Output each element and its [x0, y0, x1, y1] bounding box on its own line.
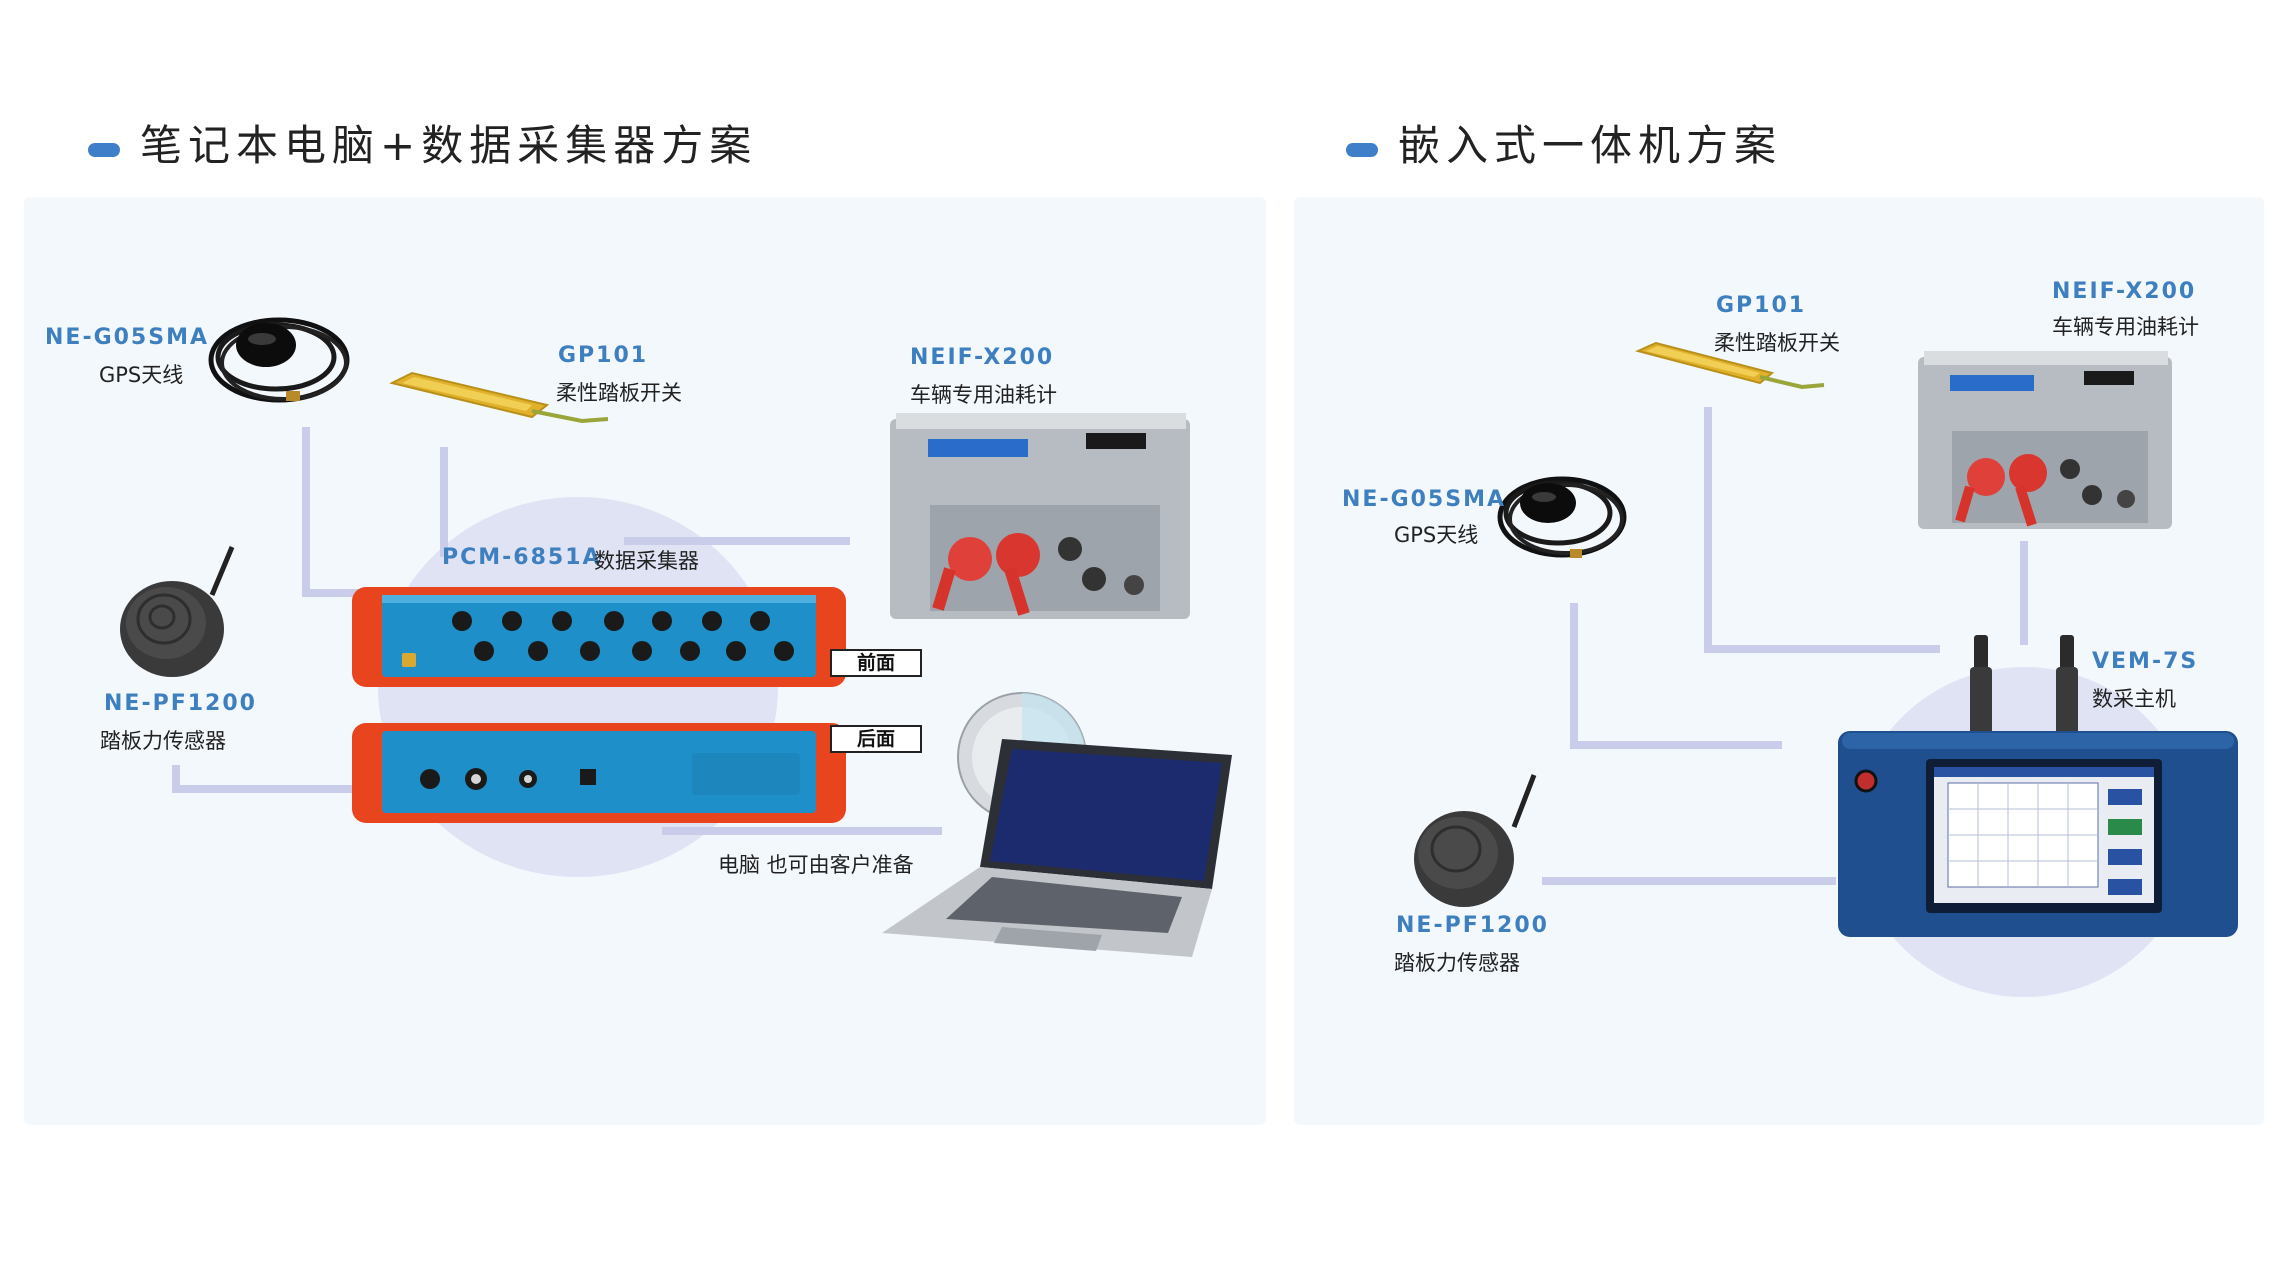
connector-line: [440, 447, 448, 557]
pedal-sensor-icon: [120, 546, 235, 677]
laptop-note: 电脑 也可由客户准备: [718, 853, 914, 877]
gps-antenna-icon: [208, 317, 350, 403]
connector-line: [302, 427, 310, 597]
connector-line: [1542, 877, 1836, 885]
connector-line: [2020, 541, 2028, 645]
front-tag: 前面: [830, 649, 922, 677]
connector-line: [302, 589, 382, 597]
meter-label: 车辆专用油耗计: [910, 383, 1057, 407]
back-tag: 后面: [830, 725, 922, 753]
daq-model-code: PCM-6851A: [442, 545, 602, 570]
left-diagram-panel: NE-G05SMA GPS天线 GP101 柔性踏板开关 NEIF-X200 车…: [24, 197, 1266, 1125]
fuel-meter-icon: [890, 413, 1190, 619]
pedal-switch-icon: [1634, 341, 1825, 390]
gps-label: GPS天线: [1394, 523, 1479, 547]
left-section-header: 笔记本电脑+数据采集器方案: [88, 112, 757, 173]
meter-model-code: NEIF-X200: [2052, 279, 2197, 304]
gps-model-code: NE-G05SMA: [1342, 487, 1507, 512]
connector-line: [1704, 407, 1712, 653]
connector-line: [172, 765, 180, 793]
connector-line: [1570, 741, 1782, 749]
laptop-icon: [882, 739, 1232, 957]
right-diagram-panel: GP101 柔性踏板开关 NEIF-X200 车辆专用油耗计 NE-G05SMA…: [1294, 197, 2264, 1125]
right-section-title: 嵌入式一体机方案: [1398, 121, 1783, 170]
pedal-sensor-icon: [1414, 774, 1537, 907]
connector-line: [662, 827, 942, 835]
host-unit-icon: [1838, 635, 2238, 937]
gps-label: GPS天线: [99, 363, 184, 387]
section-bullet: [1346, 142, 1378, 157]
host-label: 数采主机: [2092, 687, 2176, 711]
pedal-label: 踏板力传感器: [100, 729, 226, 753]
connector-line: [1570, 603, 1578, 749]
daq-device-front-icon: [352, 587, 846, 687]
connector-line: [624, 537, 850, 545]
switch-label: 柔性踏板开关: [1714, 331, 1840, 355]
pedal-model-code: NE-PF1200: [104, 691, 257, 716]
daq-label: 数据采集器: [594, 549, 699, 573]
right-section-header: 嵌入式一体机方案: [1346, 112, 1782, 173]
meter-model-code: NEIF-X200: [910, 345, 1055, 370]
fuel-meter-icon: [1918, 351, 2172, 529]
meter-label: 车辆专用油耗计: [2052, 315, 2199, 339]
daq-device-back-icon: [352, 723, 846, 823]
pedal-label: 踏板力传感器: [1394, 951, 1520, 975]
gps-model-code: NE-G05SMA: [45, 325, 210, 350]
pedal-switch-icon: [389, 371, 609, 424]
switch-label: 柔性踏板开关: [556, 381, 682, 405]
connector-line: [172, 785, 358, 793]
pedal-model-code: NE-PF1200: [1396, 913, 1549, 938]
gps-antenna-icon: [1497, 476, 1627, 558]
left-section-title: 笔记本电脑+数据采集器方案: [140, 121, 758, 170]
switch-model-code: GP101: [558, 343, 649, 368]
connector-line: [1704, 645, 1940, 653]
host-model-code: VEM-7S: [2092, 649, 2199, 674]
switch-model-code: GP101: [1716, 293, 1807, 318]
section-bullet: [88, 142, 120, 157]
